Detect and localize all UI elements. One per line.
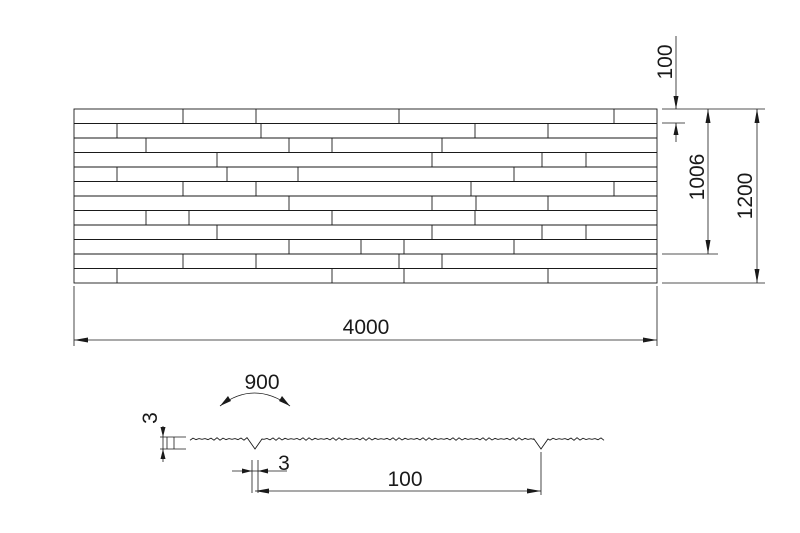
width-dimension: 4000 (73, 286, 658, 346)
panel-elevation (73, 108, 658, 284)
height-dimensions: 100 1006 1200 (654, 36, 765, 284)
depth-dimension-label: 3 (139, 412, 162, 424)
overall-height-dimension-label: 1200 (734, 173, 757, 220)
angle-arc (219, 392, 291, 407)
panel-strips (74, 123, 657, 269)
groove-width-dimension-label: 3 (278, 452, 290, 475)
pitch-dimension-label: 100 (387, 468, 422, 491)
profile-surface-line (189, 437, 605, 450)
strip-joints (116, 109, 615, 283)
width-dimension-label: 4000 (343, 316, 390, 339)
angle-dimension-label: 900 (244, 371, 279, 394)
profile-detail: 900 3 3 100 (139, 371, 605, 495)
inner-height-dimension-label: 1006 (686, 154, 709, 201)
top-offset-dimension-label: 100 (654, 44, 677, 79)
